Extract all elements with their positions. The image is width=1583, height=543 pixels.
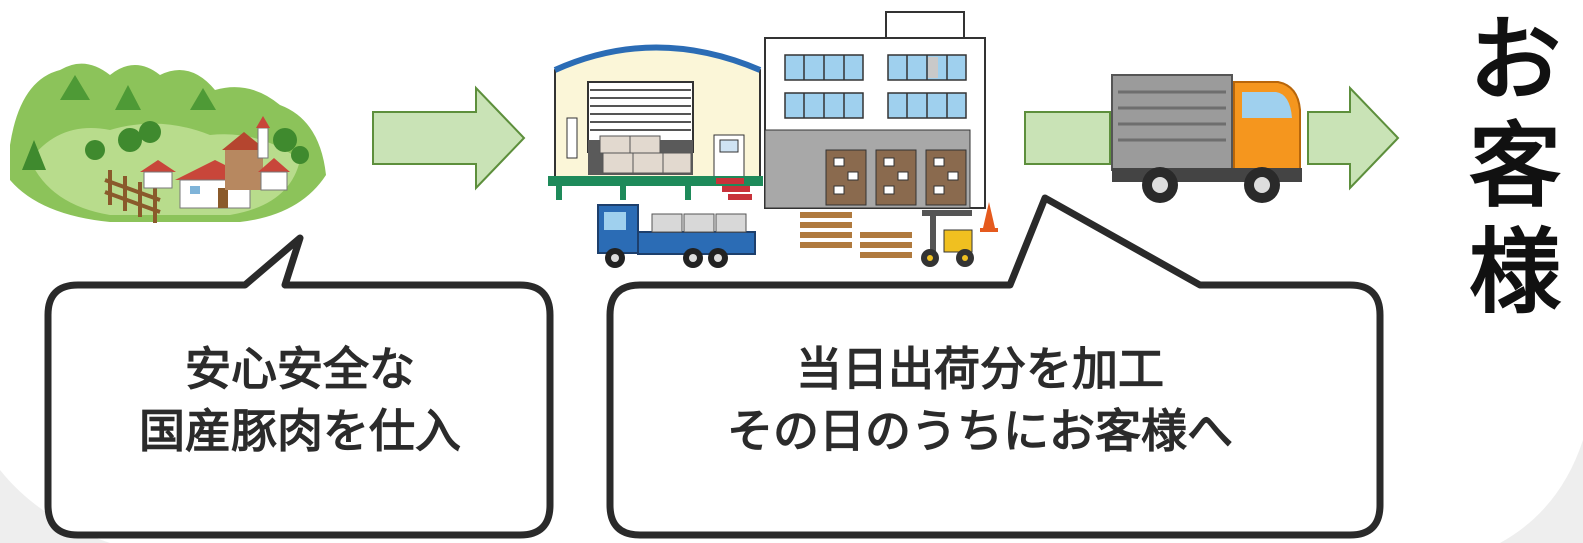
corner-decoration-right [1500,440,1583,543]
bubble-factory-line2: その日のうちにお客様へ [727,404,1233,458]
destination-char: 様 [1468,219,1561,326]
warehouse-factory-icon [548,11,998,268]
delivery-truck-icon [1111,74,1302,203]
bubble-factory-line1: 当日出荷分を加工 [796,342,1164,396]
destination-label: お 客 様 [1460,8,1570,326]
farm-village-icon [10,63,326,223]
bubble-farm-text: 安心安全な 国産豚肉を仕入 [60,338,540,462]
flow-arrow-icon [372,85,526,191]
speech-bubble-farm [44,234,554,539]
destination-char: 客 [1468,113,1561,220]
bubble-farm-line1: 安心安全な [185,342,415,396]
destination-char: お [1468,7,1561,114]
flow-arrow-icon [1024,85,1400,191]
bubble-factory-text: 当日出荷分を加工 その日のうちにお客様へ [620,338,1340,462]
corner-decoration-left [0,470,110,543]
bubble-farm-line2: 国産豚肉を仕入 [139,404,461,458]
speech-bubble-factory [606,194,1384,539]
